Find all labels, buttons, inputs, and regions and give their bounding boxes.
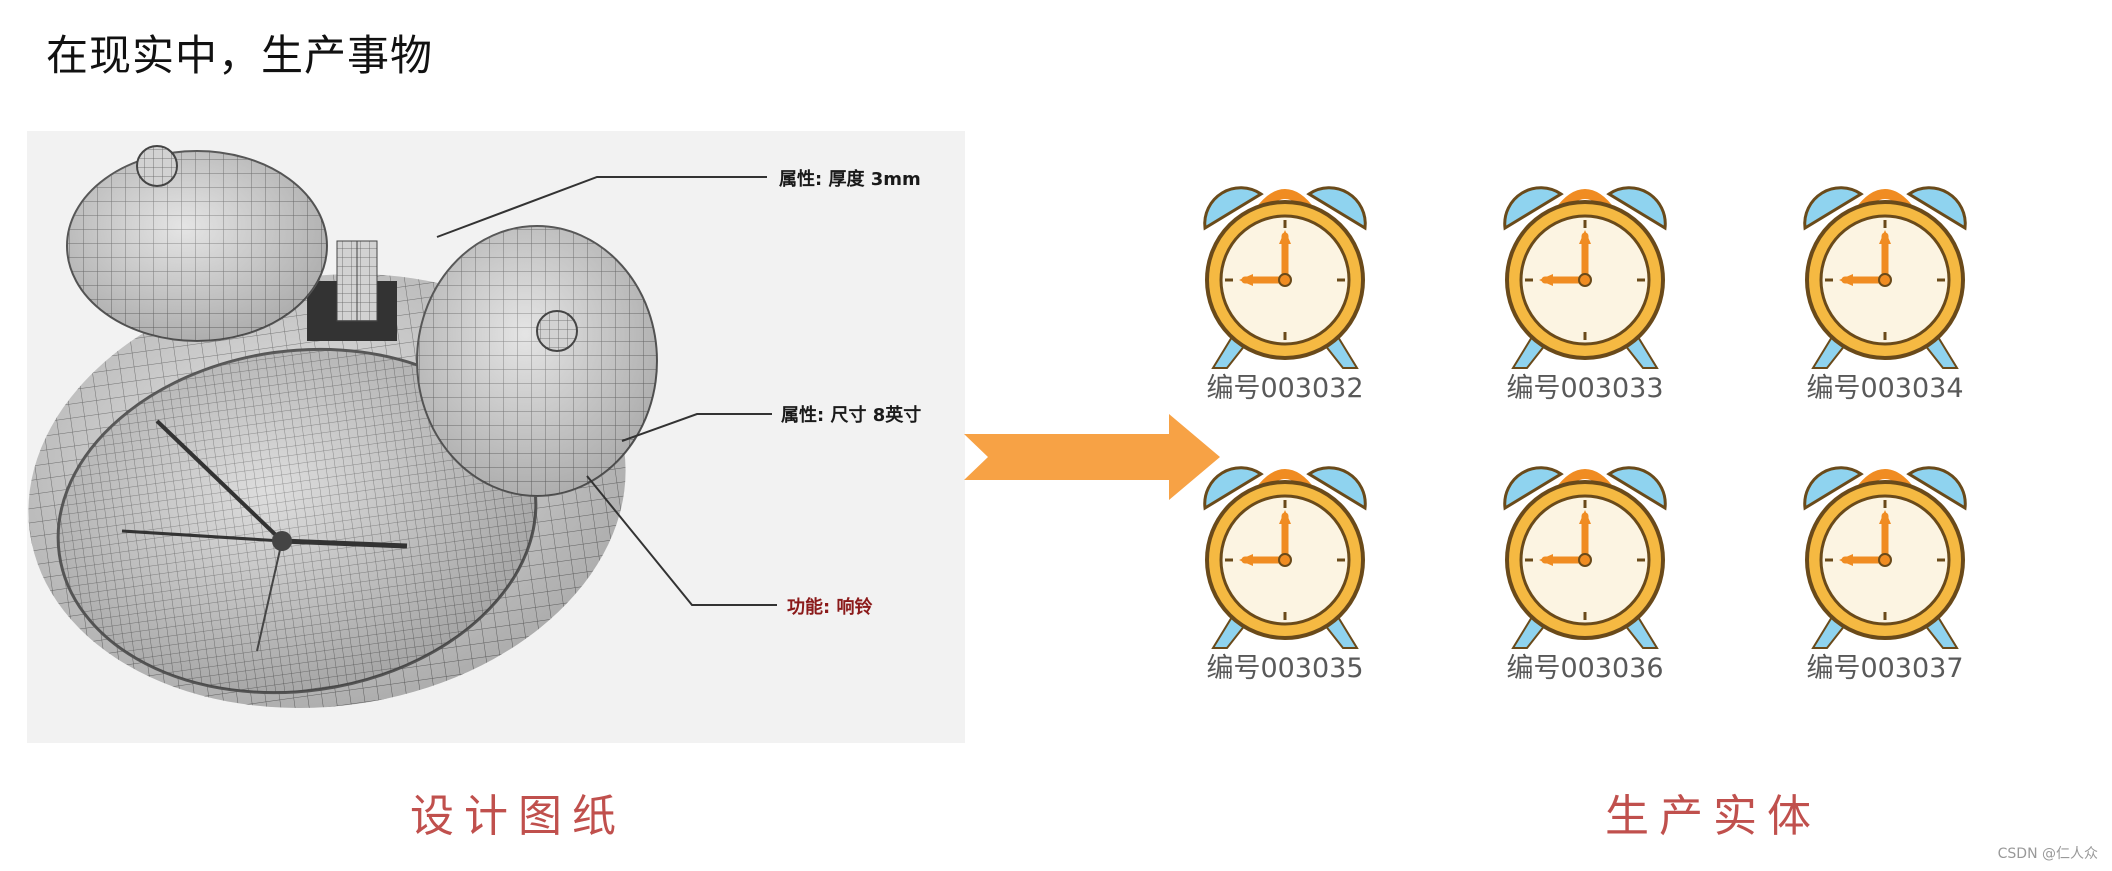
annotation-thickness: 属性: 厚度 3mm (779, 169, 921, 190)
clock-serial-label: 编号003033 (1506, 373, 1664, 404)
alarm-clock-icon (1185, 452, 1385, 652)
alarm-clock-item: 编号003032 (1185, 172, 1385, 405)
clock-serial-label: 编号003034 (1806, 373, 1964, 404)
annotation-function: 功能: 响铃 (787, 597, 873, 618)
alarm-clock-item: 编号003036 (1485, 452, 1685, 685)
alarm-clock-item: 编号003034 (1785, 172, 1985, 405)
blueprint-image: 属性: 厚度 3mm 属性: 尺寸 8英寸 功能: 响铃 (27, 131, 965, 743)
annotation-size: 属性: 尺寸 8英寸 (781, 405, 922, 426)
right-bell-mesh (416, 225, 658, 497)
caption-design-drawing: 设计图纸 (410, 791, 626, 842)
alarm-clock-item: 编号003033 (1485, 172, 1685, 405)
clock-serial-label: 编号003037 (1806, 653, 1964, 684)
alarm-clock-icon (1185, 172, 1385, 372)
clock-serial-label: 编号003035 (1206, 653, 1364, 684)
alarm-clock-icon (1485, 172, 1685, 372)
clock-serial-label: 编号003036 (1506, 653, 1664, 684)
alarm-clock-item: 编号003037 (1785, 452, 1985, 685)
watermark: CSDN @仁人众 (1997, 846, 2098, 862)
alarm-clock-item: 编号003035 (1185, 452, 1385, 685)
alarm-clock-icon (1485, 452, 1685, 652)
caption-production-entity: 生产实体 (1605, 791, 1821, 842)
alarm-clock-icon (1785, 172, 1985, 372)
left-bell-mesh (66, 145, 328, 342)
right-arrow-icon (964, 414, 1220, 500)
page-title: 在现实中，生产事物 (46, 31, 434, 80)
clock-serial-label: 编号003032 (1206, 373, 1364, 404)
alarm-clock-icon (1785, 452, 1985, 652)
